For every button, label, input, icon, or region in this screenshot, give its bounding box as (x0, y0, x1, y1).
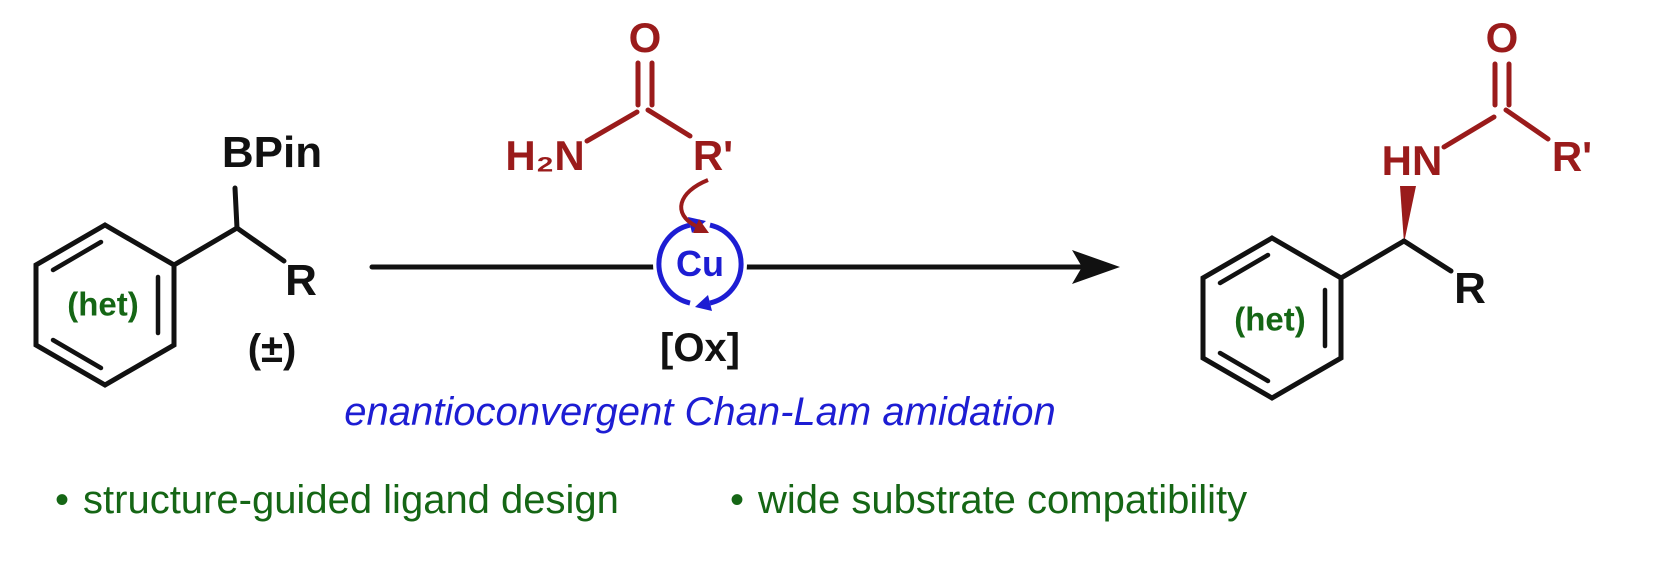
ch-r-bond (1401, 238, 1454, 274)
amide-reagent-structure (584, 60, 693, 144)
bullet-icon: • (730, 478, 745, 522)
rprime-label-product: R' (1551, 133, 1593, 180)
aromatic-inner-bond (1217, 350, 1271, 384)
c-rprime-bond (645, 107, 693, 139)
c-rprime-bond (1503, 107, 1551, 142)
ring-ch-bond (1338, 238, 1407, 281)
ch-r-bond (234, 225, 287, 264)
amide-nh-label: HN (1381, 137, 1443, 184)
reaction-caption: enantioconvergent Chan-Lam amidation (344, 390, 1056, 434)
cycle-arc-left (656, 222, 691, 306)
feature-text: wide substrate compatibility (758, 478, 1248, 522)
catalytic-cycle (653, 217, 747, 311)
carbonyl-oxygen-label-product: O (1485, 14, 1519, 61)
bpin-label: BPin (221, 128, 323, 177)
amine-label: H₂N (505, 132, 585, 179)
arrow-head (1072, 250, 1120, 284)
r-group-label-reactant: R (285, 256, 317, 305)
feature-text: structure-guided ligand design (83, 478, 619, 522)
stereo-wedge-bond (1400, 186, 1416, 243)
racemic-label: (±) (247, 327, 297, 371)
rprime-label-reagent: R' (692, 132, 734, 179)
oxidant-label: [Ox] (660, 326, 740, 370)
cycle-arc-right (709, 222, 744, 306)
aromatic-inner-bond (50, 337, 104, 371)
het-label-reactant: (het) (67, 285, 139, 323)
r-group-label-product: R (1454, 264, 1486, 313)
aromatic-inner-bond (1217, 252, 1271, 286)
cycle-background (653, 217, 747, 311)
cycle-arrowhead-bottom (695, 295, 712, 311)
ring-ch-bond (171, 225, 240, 268)
amide-addition-curve (679, 178, 709, 228)
bullet-icon: • (55, 478, 70, 522)
amide-addition-arrowhead (693, 219, 709, 233)
ch-bpin-bond (232, 185, 240, 231)
copper-label: Cu (676, 243, 724, 284)
amide-addition-arrow (679, 178, 709, 233)
n-c-bond (1441, 114, 1497, 150)
product-structure (1200, 61, 1551, 401)
feature-bullet-2: • wide substrate compatibility (730, 480, 1247, 520)
reactant-structure (33, 185, 287, 388)
feature-bullet-1: • structure-guided ligand design (55, 480, 619, 520)
carbonyl-oxygen-label-reagent: O (628, 14, 662, 61)
aromatic-inner-bond (50, 239, 104, 273)
het-label-product: (het) (1234, 300, 1306, 338)
n-c-bond (584, 109, 640, 144)
